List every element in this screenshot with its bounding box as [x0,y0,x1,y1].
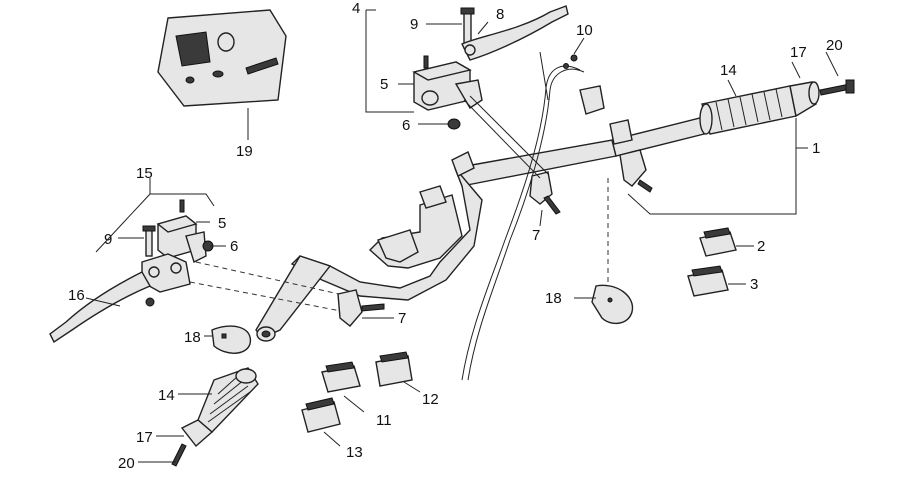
callout-3: 3 [750,276,758,293]
callout-12: 12 [422,391,439,408]
callout-16: 16 [68,287,85,304]
callout-6-left: 6 [230,238,238,255]
callout-9-right: 9 [410,16,418,33]
callout-11: 11 [376,412,392,429]
callout-18-right: 18 [545,290,562,307]
callout-7-right: 7 [532,227,540,244]
switch-11 [321,361,361,393]
throttle-housing [579,85,653,193]
callout-13: 13 [346,444,363,461]
callout-5-right: 5 [380,76,388,93]
callout-5-left: 5 [218,215,226,232]
callout-9-left: 9 [104,231,112,248]
right-grip [699,79,855,135]
callout-19: 19 [236,143,253,160]
pickup-plate-left [211,325,251,354]
left-master-cylinder [49,199,214,344]
callout-10: 10 [576,22,593,39]
callout-18-left: 18 [184,329,201,346]
callout-6-right: 6 [402,117,410,134]
callout-2: 2 [757,238,765,255]
handlebar [255,117,705,342]
right-master-cylinder [412,5,569,215]
callout-7-left: 7 [398,310,406,327]
leader-lines [85,9,839,463]
left-grip [171,367,259,467]
callout-4: 4 [352,0,360,17]
switch-12 [375,351,413,387]
callout-14-left: 14 [158,387,175,404]
left-clamp [337,289,385,327]
switch-2 [699,227,737,257]
callout-14-right: 14 [720,62,737,79]
inset-cover [157,9,287,107]
callout-17-right: 17 [790,44,807,61]
callout-15: 15 [136,165,153,182]
callout-17-left: 17 [136,429,153,446]
callout-1: 1 [812,140,820,157]
pickup-plate-right [591,284,634,325]
callout-20-right: 20 [826,37,843,54]
switch-3 [687,265,729,297]
callout-8: 8 [496,6,504,23]
switch-13 [301,397,341,433]
callout-20-left: 20 [118,455,135,472]
